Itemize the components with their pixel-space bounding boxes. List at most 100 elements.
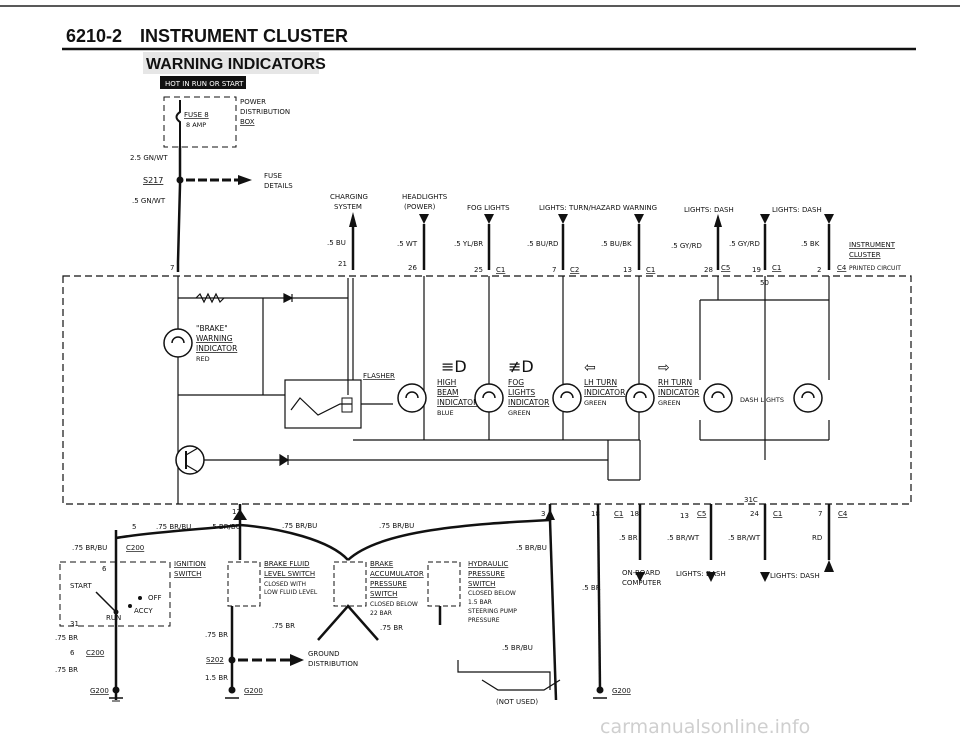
fog-lights-label: FOG LIGHTS	[467, 204, 510, 212]
bottom-wiring	[114, 503, 831, 701]
svg-text:13: 13	[680, 512, 689, 520]
svg-text:7: 7	[818, 510, 822, 518]
svg-text:C1: C1	[772, 264, 781, 272]
fuse-details-label: FUSE	[264, 172, 282, 180]
svg-text:24: 24	[750, 510, 759, 518]
svg-text:PRESSURE: PRESSURE	[468, 617, 500, 624]
svg-text:LIGHTS: LIGHTS	[508, 388, 535, 397]
ground-label: G200	[244, 687, 263, 695]
svg-text:IGNITION: IGNITION	[174, 560, 206, 568]
fuse-box-label: DISTRIBUTION	[240, 108, 290, 116]
hot-badge-text: HOT IN RUN OR START	[165, 80, 244, 88]
wire-label: .5 BR/BU	[502, 644, 533, 652]
svg-text:RUN: RUN	[106, 614, 121, 622]
svg-text:RED: RED	[196, 355, 210, 363]
wire-label: .5 WT	[397, 240, 418, 248]
svg-text:HYDRAULIC: HYDRAULIC	[468, 560, 508, 568]
fuse-box-label: BOX	[240, 118, 255, 126]
wire-label: .75 BR/BU	[379, 522, 414, 530]
svg-text:OFF: OFF	[148, 594, 162, 602]
subtitle: WARNING INDICATORS	[146, 56, 326, 73]
fuse-details-label: DETAILS	[264, 182, 293, 190]
splice-label: S202	[206, 656, 224, 664]
wire-label: .5 BU/RD	[527, 240, 558, 248]
wire-label: .75 BR/BU	[72, 544, 107, 552]
hot-badge	[160, 76, 246, 89]
brake-accumulator-switch: BRAKE ACCUMULATOR PRESSURE SWITCH CLOSED…	[333, 560, 424, 617]
dash-lights-label: LIGHTS: DASH	[676, 570, 726, 578]
svg-text:C4: C4	[838, 510, 848, 518]
svg-text:INDICATOR: INDICATOR	[658, 388, 699, 397]
wire-label: .5 BR/BU	[210, 523, 241, 531]
svg-text:SWITCH: SWITCH	[468, 580, 495, 588]
wire-label: .5 GN/WT	[132, 197, 166, 205]
svg-text:LEVEL SWITCH: LEVEL SWITCH	[264, 570, 315, 578]
svg-text:.75 BR: .75 BR	[55, 666, 78, 674]
svg-text:WARNING: WARNING	[196, 334, 233, 343]
ground-arrow	[290, 654, 304, 666]
ground-dot	[228, 686, 236, 694]
svg-text:START: START	[70, 582, 92, 590]
cluster-note: PRINTED CIRCUIT	[849, 265, 901, 272]
ground-wiring	[230, 604, 551, 690]
wire-label: .5 GY/RD	[729, 240, 760, 248]
svg-text:C1: C1	[773, 510, 782, 518]
connector-label: C200	[126, 544, 144, 552]
subtitle-highlight	[143, 52, 319, 74]
svg-text:SWITCH: SWITCH	[174, 570, 201, 578]
svg-text:18: 18	[630, 510, 639, 518]
svg-text:LOW FLUID LEVEL: LOW FLUID LEVEL	[264, 589, 318, 596]
svg-text:1.5 BAR: 1.5 BAR	[468, 599, 492, 606]
wire-label: .5 BU/BK	[601, 240, 632, 248]
watermark: carmanualsonline.info	[600, 716, 810, 738]
svg-text:C4: C4	[837, 264, 847, 272]
svg-text:CLOSED WITH: CLOSED WITH	[264, 581, 306, 588]
flasher-relay: FLASHER	[290, 372, 395, 416]
fuse-rating: 8 AMP	[186, 121, 206, 129]
headlights-label: (POWER)	[404, 203, 436, 211]
svg-text:PRESSURE: PRESSURE	[370, 580, 407, 588]
fuse-symbol	[175, 100, 181, 146]
svg-text:21: 21	[338, 260, 347, 268]
svg-text:RH TURN: RH TURN	[658, 378, 692, 387]
fog-light-icon: ≢D	[508, 357, 534, 376]
wire-label: .5 BR	[619, 534, 638, 542]
onboard-computer-label: COMPUTER	[622, 579, 661, 587]
high-beam-icon: ≡D	[441, 357, 467, 376]
svg-text:BRAKE: BRAKE	[370, 560, 393, 568]
cluster-label: INSTRUMENT	[849, 241, 896, 249]
svg-text:C5: C5	[721, 264, 730, 272]
ground-label: G200	[612, 687, 631, 695]
svg-text:19: 19	[752, 266, 761, 274]
svg-text:6: 6	[70, 649, 75, 657]
svg-text:BEAM: BEAM	[437, 388, 459, 397]
cluster-label: CLUSTER	[849, 251, 881, 259]
svg-text:CLOSED BELOW: CLOSED BELOW	[370, 601, 418, 608]
onboard-computer-label: ON-BOARD	[622, 569, 660, 577]
cluster-bottom-pins: 17 3 18 C1 18 13 C5 31C 24 C1 7 C4	[232, 496, 848, 520]
left-turn-icon: ⇦	[584, 360, 596, 376]
svg-text:6: 6	[102, 565, 107, 573]
svg-text:"BRAKE": "BRAKE"	[196, 324, 228, 333]
svg-text:C200: C200	[86, 649, 104, 657]
wire-label: .5 YL/BR	[454, 240, 483, 248]
splice-label: S217	[143, 176, 163, 185]
svg-text:C5: C5	[697, 510, 706, 518]
dash-lights-label: LIGHTS: DASH	[770, 572, 820, 580]
svg-text:18: 18	[591, 510, 600, 518]
not-used-label: (NOT USED)	[496, 698, 538, 706]
transistor-symbol	[175, 445, 205, 475]
svg-text:INDICATOR: INDICATOR	[584, 388, 625, 397]
dash-lights-label: LIGHTS: DASH	[772, 206, 822, 214]
wire-label: .5 GY/RD	[671, 242, 702, 250]
svg-text:BRAKE FLUID: BRAKE FLUID	[264, 560, 310, 568]
svg-text:7: 7	[552, 266, 556, 274]
svg-text:PRESSURE: PRESSURE	[468, 570, 505, 578]
svg-text:13: 13	[623, 266, 632, 274]
page-number: 6210-2	[66, 26, 122, 46]
wire-label: .5 BR/BU	[516, 544, 547, 552]
wire-label: RD	[812, 534, 822, 542]
cluster-internal-wiring	[177, 276, 830, 504]
unused-connector	[481, 679, 561, 691]
